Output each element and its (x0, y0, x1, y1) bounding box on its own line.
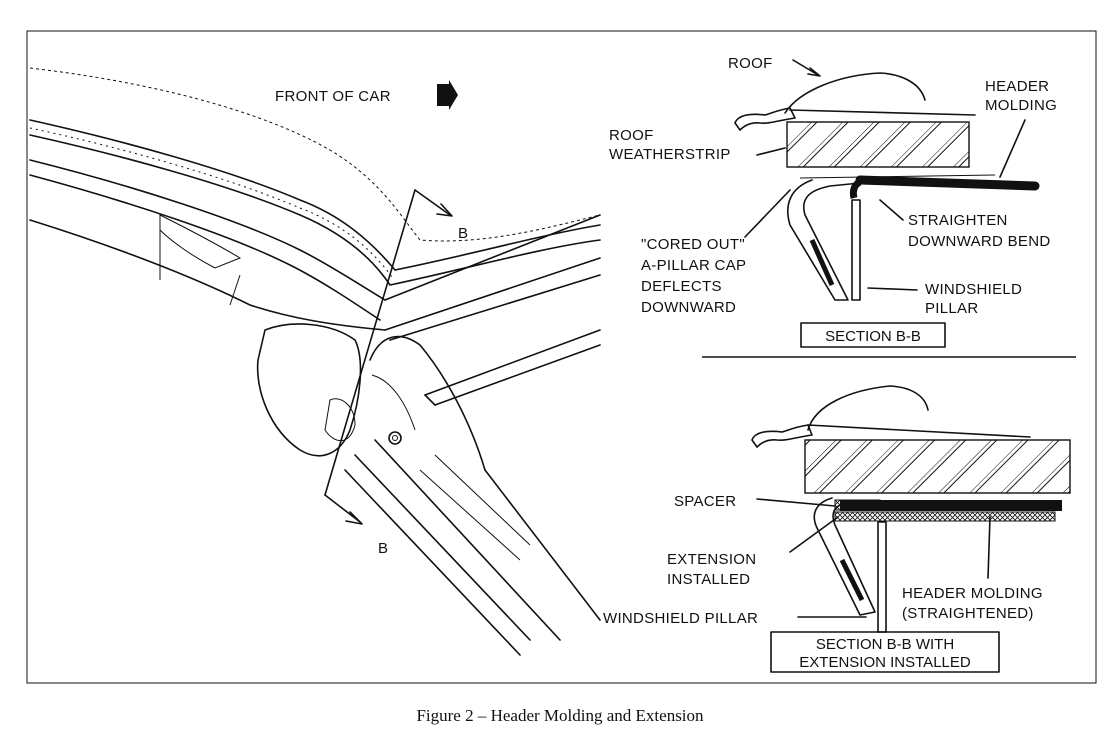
header-label: HEADER (985, 78, 1049, 95)
cap-seam-2 (229, 274, 241, 306)
section-ext-diagram: SPACER EXTENSION INSTALLED HEADER MOLDIN… (603, 385, 1071, 673)
windshield-header-top (424, 329, 601, 396)
section-ext-title-1: SECTION B-B WITH (816, 636, 954, 653)
weatherstrip-lip-2 (751, 424, 813, 448)
section-bb-title-box (800, 322, 946, 348)
header-molding-arrow (999, 119, 1026, 178)
section-mark-bottom: B (378, 540, 388, 557)
spacer-label: SPACER (674, 493, 736, 510)
pillar-strip-4 (419, 469, 521, 561)
front-of-car-label: FRONT OF CAR (275, 88, 391, 105)
perspective-view: B B FRONT OF CAR (29, 67, 601, 656)
cored-out-label-4: DOWNWARD (641, 299, 736, 316)
molding-top-line (799, 174, 996, 179)
section-arrow-top (414, 189, 451, 216)
section-ext-title-2: EXTENSION INSTALLED (799, 654, 971, 671)
roof-skin-2 (807, 385, 929, 431)
pillar-strip-3 (374, 439, 561, 641)
a-pillar-cap-section-2 (813, 497, 876, 616)
weatherstrip-arrow (756, 147, 786, 156)
header-molding-bar (855, 175, 1040, 191)
spacer-block (834, 499, 881, 511)
header-molding-label-1: HEADER MOLDING (902, 585, 1043, 602)
section-cut-line (324, 189, 416, 496)
cap-tip (159, 214, 242, 269)
cored-out-label-1: "CORED OUT" (641, 236, 745, 253)
molding-strip-upper (29, 159, 386, 301)
front-arrow-icon (437, 80, 458, 110)
weatherstrip-stitch (29, 127, 393, 278)
molding-label: MOLDING (985, 97, 1057, 114)
pillar-strip-1 (344, 469, 521, 656)
pillar-strip-5 (434, 454, 531, 546)
figure-border (26, 30, 1097, 684)
section-arrow-bottom (324, 494, 361, 523)
extension-strip (834, 511, 1056, 522)
section-ext-title-box (770, 631, 1000, 673)
header-molding-bend (849, 178, 862, 199)
figure-caption: Figure 2 – Header Molding and Extension (416, 706, 704, 725)
roof-bottom (789, 109, 976, 116)
roof-arrow (792, 59, 819, 76)
pillar-corner (369, 335, 486, 471)
straighten-label-2: DOWNWARD BEND (908, 233, 1051, 250)
molding-strip-lower (29, 219, 386, 331)
a-pillar-cap (256, 323, 362, 457)
cap-hatched-edge-2 (839, 558, 865, 602)
weatherstrip-body-2 (804, 439, 1071, 494)
straighten-label-1: STRAIGHTEN (908, 212, 1008, 229)
pillar-strip-6 (484, 469, 601, 621)
screw-icon (388, 431, 402, 445)
cored-out-label-2: A-PILLAR CAP (641, 257, 746, 274)
ws-pillar-label-2: PILLAR (925, 300, 979, 317)
weatherstrip-body (786, 121, 970, 168)
roof-bottom-2 (807, 424, 1031, 438)
pillar-corner-inner (371, 374, 416, 431)
section-mark-top: B (458, 225, 468, 242)
header-molding-straight (840, 500, 1062, 511)
windshield-pillar (851, 199, 861, 301)
weatherstrip-edge (29, 119, 601, 271)
extension-label-1: EXTENSION (667, 551, 756, 568)
pillar-strip-2 (354, 454, 531, 641)
windshield-corner (424, 394, 436, 406)
cap-hatched-edge (809, 238, 835, 287)
header-run-top (384, 214, 601, 301)
roof-ws-label-1: ROOF (609, 127, 654, 144)
section-arrowhead-top (436, 203, 453, 217)
section-arrowhead-bottom (345, 511, 363, 525)
ws-pillar-label-1: WINDSHIELD (925, 281, 1022, 298)
cap-bulge (324, 398, 356, 442)
header-molding-label-2: (STRAIGHTENED) (902, 605, 1034, 622)
roof-ws-label-2: WEATHERSTRIP (609, 146, 731, 163)
cored-out-label-3: DEFLECTS (641, 278, 722, 295)
windshield-header-bottom (434, 344, 601, 406)
screw-head-icon (392, 435, 398, 441)
roof-skin (784, 72, 926, 114)
header-run-mid (384, 257, 601, 331)
spacer-arrow (756, 498, 836, 507)
header-edge (29, 134, 601, 286)
cored-out-arrow (744, 189, 791, 238)
section-bb-title: SECTION B-B (825, 328, 921, 345)
molding-strip-mid (29, 174, 381, 321)
windshield-pillar-2 (877, 521, 887, 633)
roof-arrowhead (807, 67, 821, 77)
section-bb-diagram: ROOF HEADER MOLDING ROOF WEATHERSTRIP ST… (609, 55, 1057, 348)
extension-arrow (789, 516, 839, 553)
weatherstrip-lip (734, 107, 796, 131)
a-pillar-cap-section (787, 179, 861, 301)
extension-label-2: INSTALLED (667, 571, 750, 588)
roof-label: ROOF (728, 55, 773, 72)
header-molding-arrow-2 (987, 516, 991, 579)
ws-pillar-label: WINDSHIELD PILLAR (603, 610, 758, 627)
straighten-arrow (879, 199, 904, 221)
header-run-low (389, 274, 601, 341)
windshield-pillar-arrow (867, 287, 918, 291)
